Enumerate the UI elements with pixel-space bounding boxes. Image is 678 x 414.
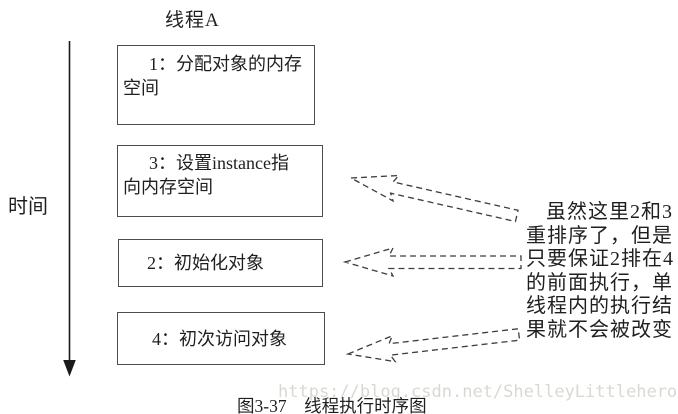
step-box-3: 3：设置instance指 向内存空间 bbox=[117, 145, 323, 217]
step-box-1: 1：分配对象的内存 空间 bbox=[117, 45, 315, 125]
figure-caption: 图3-37 线程执行时序图 bbox=[237, 396, 427, 414]
step-4-label: 4：初次访问对象 bbox=[152, 328, 287, 349]
step-1-label: 1：分配对象的内存 空间 bbox=[123, 54, 302, 98]
step-box-2: 2：初始化对象 bbox=[118, 239, 323, 287]
time-axis-label: 时间 bbox=[8, 196, 48, 218]
step-3-label: 3：设置instance指 向内存空间 bbox=[123, 153, 289, 197]
callout-arrow-step4-icon bbox=[345, 328, 521, 363]
watermark-url: https://blog.csdn.net/ShelleyLittlehero bbox=[278, 382, 678, 402]
step-2-label: 2：初始化对象 bbox=[147, 253, 264, 273]
timeline-down-arrow-icon bbox=[63, 41, 76, 377]
step-box-4: 4：初次访问对象 bbox=[117, 312, 325, 365]
timeline-arrowhead-icon bbox=[63, 360, 76, 377]
annotation-text: 虽然这里2和3 重排序了，但是 只要保证2排在4 的前面执行，单 线程内的执行结… bbox=[526, 201, 674, 341]
callout-arrow-step3-icon bbox=[348, 174, 519, 223]
thread-a-title: 线程A bbox=[165, 10, 220, 31]
callout-arrow-step2-icon bbox=[342, 246, 522, 278]
